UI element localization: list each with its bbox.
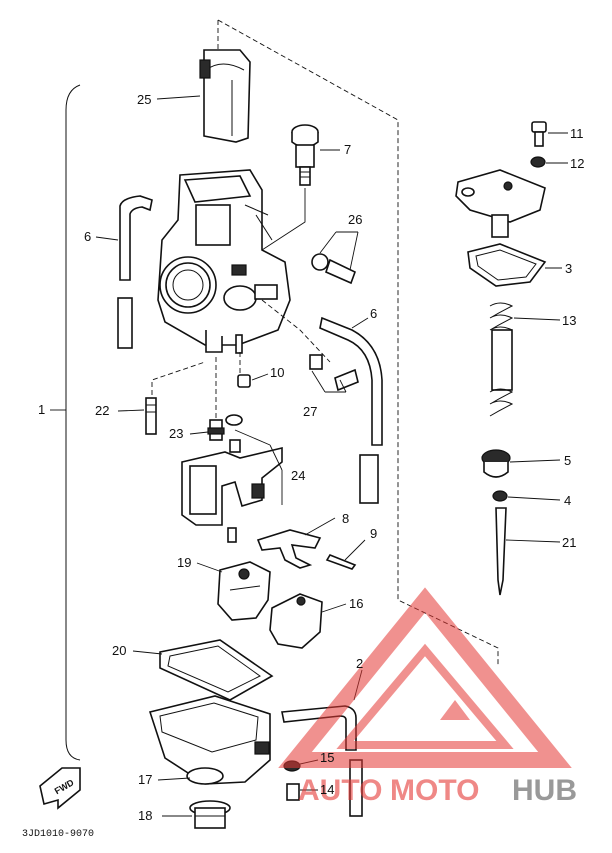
watermark-text-moto: MOTO: [390, 774, 479, 807]
part-8-float-pin-bracket: [256, 517, 336, 569]
callout-19: 19: [177, 555, 191, 570]
part-5-needle-holder: [481, 449, 561, 478]
part-26-screw-set: [311, 231, 359, 285]
part-10-nut: [237, 374, 251, 388]
callout-6-right: 6: [370, 306, 377, 321]
callout-18: 18: [138, 808, 152, 823]
callout-2: 2: [356, 656, 363, 671]
callout-11: 11: [570, 126, 584, 141]
callout-26: 26: [348, 212, 362, 227]
callout-6-left: 6: [84, 229, 91, 244]
part-25-cover: [199, 49, 251, 143]
automotohub-watermark: [278, 587, 572, 768]
part-19-float: [217, 561, 271, 621]
part-11-bolt: [531, 121, 568, 147]
callout-14: 14: [320, 782, 334, 797]
part-18-drain-plug: [162, 800, 231, 829]
watermark-text-auto: AUTO: [298, 774, 382, 807]
part-9-pin: [325, 539, 366, 570]
part-6-hose-right: [319, 316, 383, 504]
callout-1: 1: [38, 402, 45, 417]
callout-5: 5: [564, 453, 571, 468]
callout-20: 20: [112, 643, 126, 658]
part-23-jet: [207, 355, 225, 441]
callout-22: 22: [95, 403, 109, 418]
part-7-throttle-stop-screw: [291, 124, 319, 186]
callout-13: 13: [562, 313, 576, 328]
carburetor-top-cap: [455, 169, 546, 238]
part-24-float-assembly: [181, 414, 283, 526]
callout-7: 7: [344, 142, 351, 157]
group-boundary-dashed: [217, 19, 499, 665]
callout-21: 21: [562, 535, 576, 550]
callout-27: 27: [303, 404, 317, 419]
callout-12: 12: [570, 156, 584, 171]
callout-15: 15: [320, 750, 334, 765]
part-20-gasket: [159, 639, 274, 701]
part-22-pilot-screw: [145, 361, 206, 435]
part-6-hose-left: [117, 195, 153, 349]
callout-8: 8: [342, 511, 349, 526]
callout-3: 3: [565, 261, 572, 276]
part-3-gasket: [467, 243, 562, 287]
part-12-washer: [530, 156, 568, 168]
callout-16: 16: [349, 596, 363, 611]
part-21-jet-needle: [495, 507, 561, 596]
watermark-text-hub: HUB: [512, 774, 577, 807]
watermark-logo-icon: [278, 587, 572, 768]
part-4-clip: [492, 490, 561, 502]
fwd-arrow-icon: FWD: [39, 767, 81, 810]
part-17-float-bowl: [148, 695, 271, 785]
callout-23: 23: [169, 426, 183, 441]
callout-24: 24: [291, 468, 305, 483]
part-13-spring: [489, 302, 561, 417]
part-16-float: [269, 593, 323, 649]
callout-25: 25: [137, 92, 151, 107]
drawing-code: 3JD1010-9070: [22, 829, 94, 840]
part-27-screw-set: [309, 354, 359, 393]
carburetor-body: [157, 169, 291, 354]
part-14-bolt: [286, 783, 318, 801]
callout-17: 17: [138, 772, 152, 787]
assembly-bracket: [65, 84, 81, 761]
callout-4: 4: [564, 493, 571, 508]
callout-9: 9: [370, 526, 377, 541]
callout-10: 10: [270, 365, 284, 380]
